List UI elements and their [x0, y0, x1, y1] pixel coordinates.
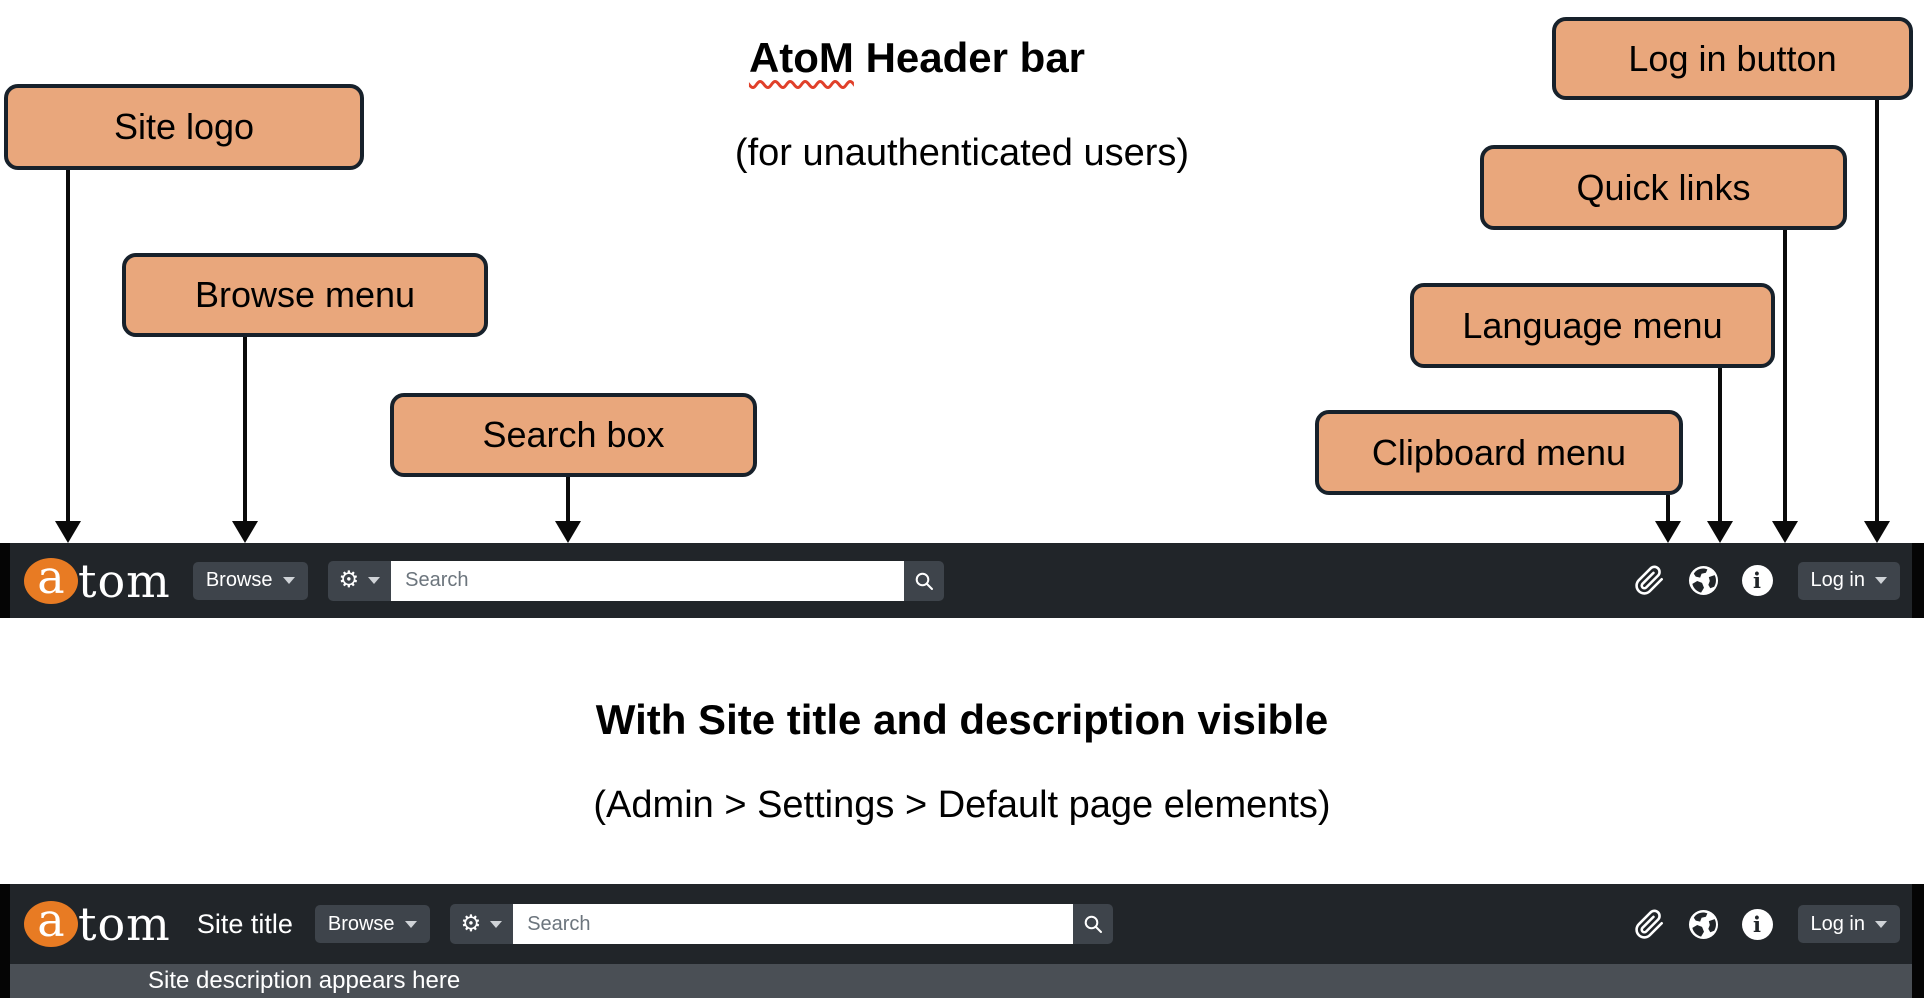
chevron-down-icon [1875, 920, 1887, 928]
callout-browse-menu-label: Browse menu [194, 274, 416, 315]
arrow-site-logo [55, 170, 81, 543]
section-title-site-title: With Site title and description visible [595, 696, 1329, 743]
search-input[interactable] [513, 904, 1074, 944]
quick-links-button[interactable]: i [1741, 908, 1773, 940]
site-title[interactable]: Site title [196, 908, 293, 939]
title-word-atom: AtoM [748, 34, 854, 81]
section-subtitle-site-title: (Admin > Settings > Default page element… [593, 784, 1331, 826]
arrow-quick-links [1772, 230, 1798, 543]
callout-language-menu-label: Language menu [1462, 304, 1723, 346]
search-submit-button[interactable] [904, 560, 945, 601]
clipboard-menu-button[interactable] [1634, 565, 1665, 596]
site-description: Site description appears here [148, 967, 461, 994]
gear-icon: ⚙ [460, 910, 482, 937]
callout-site-logo: Site logo [4, 84, 364, 170]
arrow-search-box [555, 477, 581, 543]
arrow-clipboard-menu [1655, 495, 1681, 543]
callout-quick-links-label: Quick links [1576, 166, 1751, 208]
arrow-language-menu [1707, 368, 1733, 543]
callout-browse-menu: Browse menu [122, 253, 488, 337]
quick-links-button[interactable]: i [1741, 565, 1773, 596]
info-icon: i [1741, 565, 1773, 596]
info-glyph: i [1753, 568, 1761, 593]
magnifier-icon [915, 572, 934, 590]
callout-login-button: Log in button [1552, 17, 1913, 100]
title-rest: Header bar [865, 34, 1086, 81]
callout-search-box-label: Search box [482, 414, 665, 455]
chevron-down-icon [368, 577, 381, 584]
logo-a-badge: a [24, 554, 78, 604]
search-input[interactable] [391, 560, 905, 601]
logo-a-badge: a [24, 897, 78, 947]
chevron-down-icon [490, 920, 503, 928]
browse-menu-label: Browse [205, 569, 273, 591]
arrow-login-button [1864, 100, 1890, 543]
language-menu-button[interactable] [1688, 565, 1719, 596]
search-group: ⚙ [449, 904, 1114, 944]
login-button[interactable]: Log in [1797, 905, 1900, 943]
header-right-group: i Log in [1634, 561, 1900, 600]
logo-text: tom [78, 553, 171, 608]
login-label: Log in [1810, 569, 1866, 591]
callout-quick-links: Quick links [1480, 145, 1847, 230]
callout-clipboard-menu: Clipboard menu [1315, 410, 1683, 495]
section-title-unauthenticated: AtoM Header bar [0, 34, 1879, 82]
paperclip-icon [1634, 909, 1663, 939]
clipboard-menu-button[interactable] [1634, 909, 1665, 940]
globe-icon [1688, 909, 1718, 939]
login-button[interactable]: Log in [1797, 561, 1900, 600]
browse-menu-label: Browse [327, 912, 395, 935]
login-label: Log in [1810, 912, 1866, 935]
magnifier-icon [1084, 915, 1103, 933]
callout-search-box: Search box [390, 393, 757, 477]
header-right-group: i Log in [1634, 905, 1900, 943]
browse-menu-button[interactable]: Browse [192, 561, 308, 600]
info-icon: i [1741, 908, 1773, 940]
search-submit-button[interactable] [1073, 904, 1114, 944]
browse-menu-button[interactable]: Browse [314, 905, 430, 943]
globe-icon [1688, 565, 1718, 596]
site-description-bar: Site description appears here [0, 964, 1924, 998]
chevron-down-icon [282, 577, 295, 584]
chevron-down-icon [1875, 577, 1887, 584]
chevron-down-icon [404, 920, 417, 928]
callout-clipboard-menu-label: Clipboard menu [1371, 431, 1627, 473]
arrow-browse-menu [232, 337, 258, 543]
callout-site-logo-label: Site logo [113, 106, 255, 147]
section-subtitle-unauthenticated: (for unauthenticated users) [734, 132, 1190, 174]
search-options-button[interactable]: ⚙ [449, 904, 514, 944]
gear-icon: ⚙ [338, 567, 360, 593]
callout-language-menu: Language menu [1410, 283, 1775, 368]
paperclip-icon [1634, 565, 1663, 595]
callout-login-button-label: Log in button [1628, 37, 1837, 79]
search-options-button[interactable]: ⚙ [327, 560, 392, 601]
logo-text: tom [78, 897, 171, 951]
language-menu-button[interactable] [1688, 909, 1719, 940]
info-glyph: i [1753, 911, 1761, 937]
search-group: ⚙ [327, 560, 945, 601]
